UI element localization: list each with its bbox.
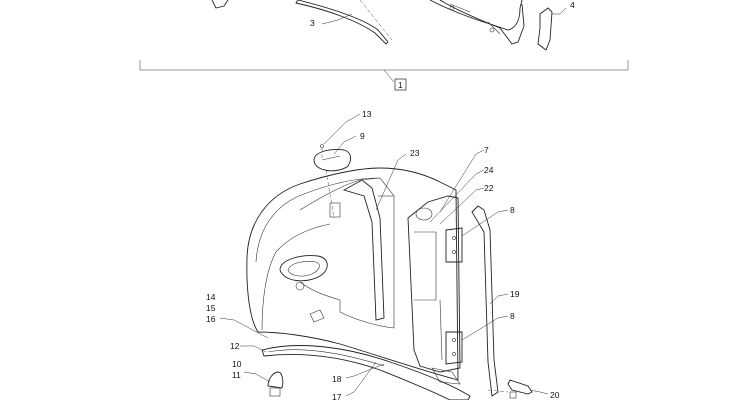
callout-17: 17	[332, 392, 342, 400]
callout-7: 7	[484, 145, 489, 155]
lamp-detail	[321, 155, 341, 161]
hinge-pin	[452, 236, 456, 240]
leader-lines	[219, 113, 549, 397]
callout-20: 20	[550, 390, 560, 400]
upper-panel-edge	[439, 0, 525, 45]
callout-24: 24	[484, 165, 494, 175]
callout-8-lower: 8	[510, 311, 515, 321]
callout-3: 3	[310, 18, 315, 28]
part-3-trim-strip	[295, 0, 389, 45]
part-24-seal	[415, 207, 433, 221]
callout-9: 9	[360, 131, 365, 141]
handle-screw	[295, 281, 305, 291]
part-22-inner-frame	[407, 195, 461, 373]
leader-22	[439, 187, 485, 225]
hinge-pin	[452, 250, 456, 254]
callout-15: 15	[206, 303, 216, 313]
callout-3-leader	[321, 13, 353, 25]
leader-12	[240, 345, 267, 353]
part-19-vertical-seal	[471, 205, 499, 397]
leader-9	[333, 135, 357, 155]
upper-panel-detail	[449, 3, 501, 35]
callout-13: 13	[362, 109, 372, 119]
door-assembly	[246, 144, 533, 400]
lamp-dash-line	[321, 148, 335, 219]
callout-18: 18	[332, 374, 342, 384]
part-10-knob	[267, 371, 284, 389]
handle-recess-inner	[287, 261, 320, 277]
part-20-handle	[507, 379, 533, 395]
callout-4: 4	[570, 0, 575, 10]
part-8-hinge-upper	[445, 227, 463, 263]
door-latch	[431, 367, 461, 385]
part-8-hinge-lower	[445, 331, 463, 365]
leader-20	[529, 389, 549, 395]
upper-panel-fragment	[429, 0, 523, 31]
leader-8-lower	[461, 315, 509, 341]
door-inner-contour	[261, 223, 331, 331]
callout-1: 1	[398, 80, 403, 90]
leader-24	[429, 169, 485, 223]
handle-fastener	[509, 391, 517, 399]
leader-18	[345, 363, 385, 379]
frame-opening	[414, 231, 437, 301]
callout-23: 23	[410, 148, 420, 158]
part-4-bracket	[537, 7, 553, 51]
bracket-line	[139, 60, 629, 71]
callout-1-box	[394, 78, 407, 91]
panel-clip	[329, 202, 341, 218]
upper-panel-fastener	[489, 27, 495, 33]
callout-16: 16	[206, 314, 216, 324]
leader-13	[323, 113, 361, 145]
door-inner-rim	[255, 177, 379, 263]
callout-8-upper: 8	[510, 205, 515, 215]
callout-10: 10	[232, 359, 242, 369]
hinge-pin	[452, 338, 456, 342]
leader-11	[243, 371, 271, 383]
door-inner-panel	[299, 177, 395, 329]
part-18-bottom-seal	[261, 345, 471, 400]
leader-17	[345, 361, 377, 397]
upper-assembly	[211, 0, 567, 51]
callout-19: 19	[510, 289, 520, 299]
handle-dash-line	[487, 389, 509, 393]
callout-14: 14	[206, 292, 216, 302]
bracket-pointer	[383, 69, 395, 83]
frame-edge	[439, 299, 443, 361]
door-outer-shell	[246, 167, 459, 381]
upper-part-fragment-left	[211, 0, 229, 9]
leader-16	[219, 317, 269, 339]
callout-22: 22	[484, 183, 494, 193]
callout-labels: 3 4 1 13 9 23 7 24 22 8 19 8 14 15 16 12…	[206, 0, 575, 400]
upper-panel-fastener	[449, 5, 455, 11]
part-9-lamp-cover	[313, 149, 352, 172]
callout-12: 12	[230, 341, 240, 351]
leader-8-upper	[461, 209, 509, 237]
handle-recess	[279, 255, 328, 282]
leader-7	[439, 149, 485, 213]
small-cover	[309, 309, 325, 323]
callout-4-leader	[552, 7, 567, 15]
part-23-channel	[342, 179, 385, 321]
assembly-dash-line	[359, 0, 393, 41]
leader-23	[375, 153, 407, 211]
hinge-pin	[452, 352, 456, 356]
seal-detail	[267, 349, 385, 367]
part-13-screw	[320, 144, 324, 148]
assembly-bracket	[139, 60, 629, 91]
leader-19	[489, 293, 509, 305]
callout-11: 11	[232, 370, 241, 380]
part-11-knob-base	[269, 387, 281, 397]
